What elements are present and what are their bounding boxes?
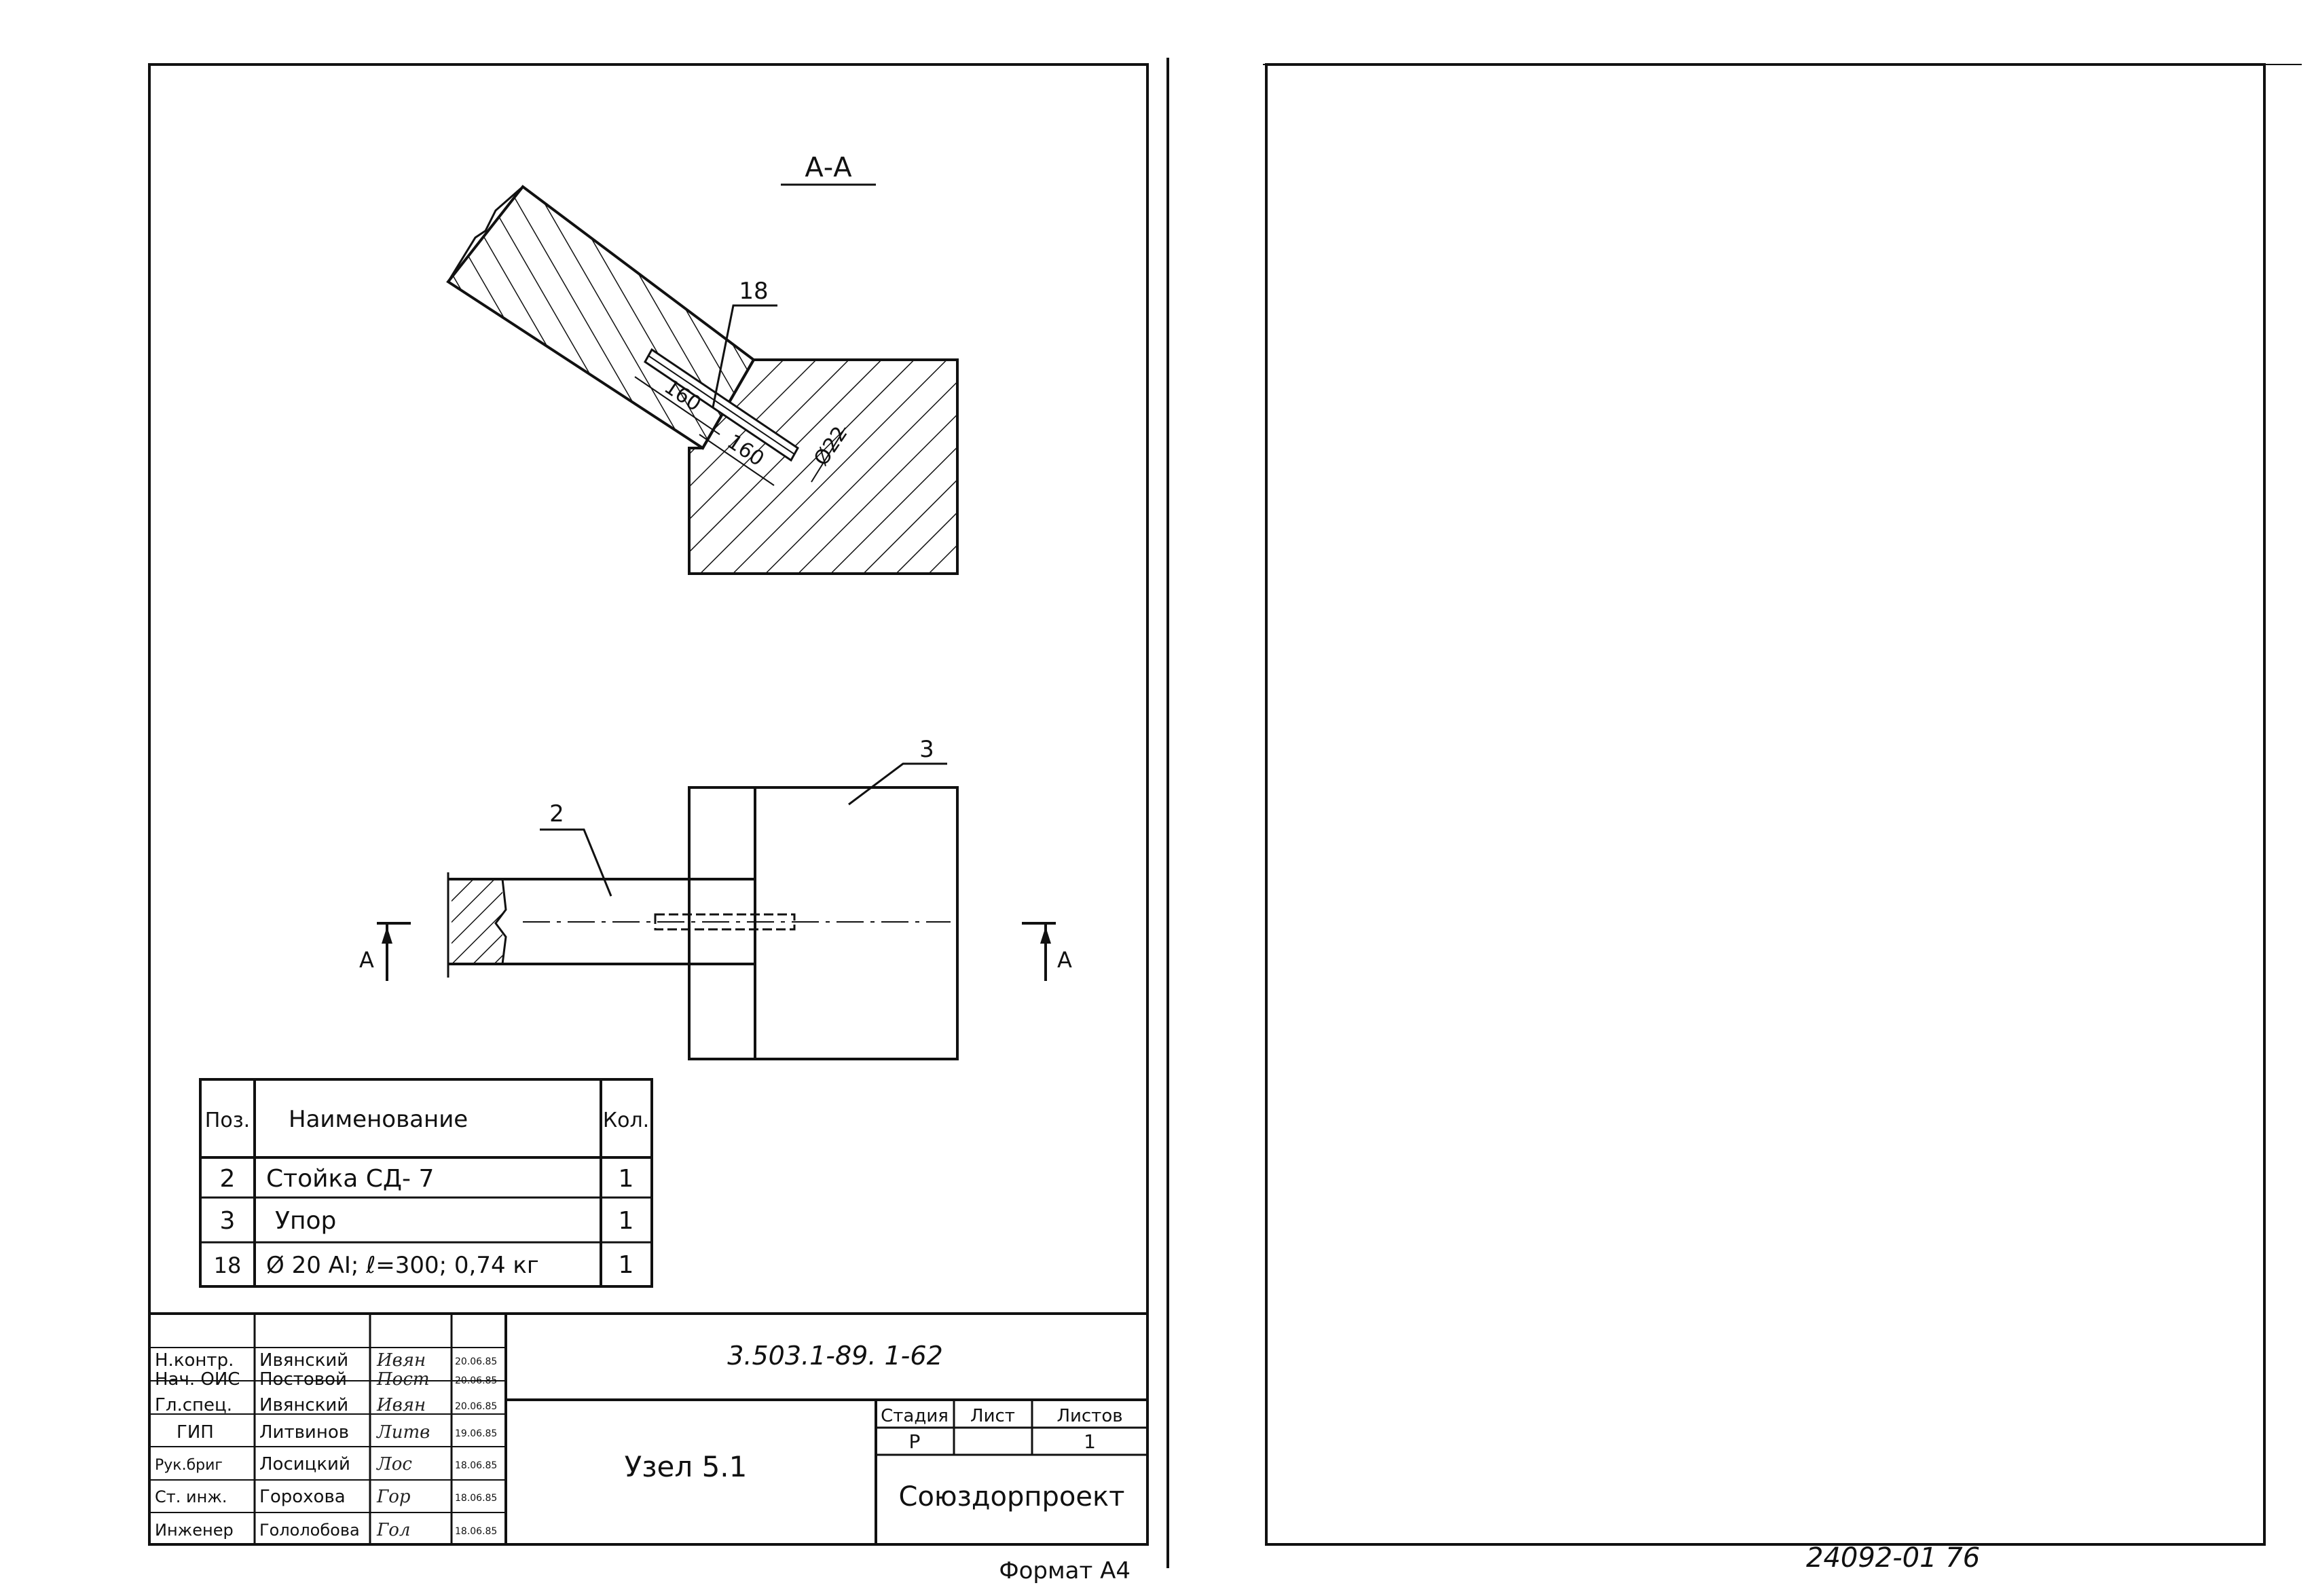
spec-row-3-name: Ø 20 АI; ℓ=300; 0,74 кг: [266, 1252, 539, 1279]
sig-date-4: 19.06.85: [455, 1428, 497, 1439]
sig-name-5: Лосицкий: [259, 1454, 350, 1474]
sig-date-7: 18.06.85: [455, 1526, 497, 1537]
drawing-name: Узел 5.1: [625, 1450, 748, 1483]
right-sheet-frame: [1265, 63, 2266, 1546]
stop-block-section: [688, 358, 959, 575]
sig-name-3: Ивянский: [259, 1395, 348, 1415]
sig-sign-6: Гор: [376, 1487, 411, 1507]
svg-text:А: А: [1057, 947, 1072, 973]
plan-view: 2 3 А А: [359, 736, 1072, 1060]
sig-date-3: 20.06.85: [455, 1401, 497, 1412]
spec-row-2-name: Упор: [275, 1207, 336, 1235]
callout-18-leader: [712, 304, 777, 408]
spec-row-3-pos: 18: [214, 1252, 242, 1278]
spec-row-3-qty: 1: [619, 1251, 634, 1279]
stop-block-plan: [688, 786, 959, 1060]
sig-sign-3: Ивян: [376, 1395, 426, 1415]
format-label: Формат А4: [999, 1557, 1131, 1584]
sheet-header: Лист: [970, 1406, 1015, 1426]
section-label: А-А: [805, 152, 852, 183]
sig-name-2: Постовой: [259, 1369, 347, 1390]
sig-sign-1: Ивян: [376, 1350, 426, 1371]
sig-name-4: Литвинов: [259, 1422, 349, 1443]
spec-row-2-qty: 1: [619, 1207, 634, 1235]
sig-role-6: Ст. инж.: [155, 1487, 227, 1506]
section-mark-left: А: [359, 922, 411, 981]
stage-value: Р: [909, 1430, 921, 1453]
sig-sign-5: Лос: [375, 1454, 412, 1474]
break-line: [447, 185, 523, 282]
sig-date-1: 20.06.85: [455, 1356, 497, 1367]
sig-date-2: 20.06.85: [455, 1375, 497, 1386]
title-block: Н.контр. Ивянский Ивян 20.06.85 Нач. ОИС…: [149, 1312, 1147, 1544]
section-a-a-view: А-А 18 160 160 Ø22: [446, 152, 959, 575]
spec-row-1-name: Стойка СД- 7: [266, 1165, 434, 1193]
signature-rows: Н.контр. Ивянский Ивян 20.06.85 Нач. ОИС…: [149, 1347, 506, 1540]
spec-row-1-qty: 1: [619, 1165, 634, 1193]
sig-name-7: Гололобова: [259, 1521, 360, 1540]
sig-sign-7: Гол: [376, 1520, 410, 1540]
sheets-value: 1: [1084, 1430, 1096, 1453]
spec-row-2-pos: 3: [220, 1207, 236, 1235]
callout-3-leader: [848, 762, 947, 806]
left-sheet-frame: [148, 63, 1149, 1546]
dim-diameter-line: [811, 427, 846, 483]
sig-sign-2: Пост: [376, 1369, 430, 1390]
sig-date-6: 18.06.85: [455, 1493, 497, 1504]
post-hatched-end: [452, 879, 502, 964]
dim-line-2: [699, 434, 775, 486]
sheets-header: Листов: [1056, 1406, 1122, 1426]
sig-role-3: Гл.спец.: [155, 1395, 232, 1415]
spec-header-pos: Поз.: [205, 1109, 250, 1132]
sig-date-5: 18.06.85: [455, 1460, 497, 1471]
callout-2-leader: [540, 828, 612, 897]
sig-role-1: Н.контр.: [155, 1350, 234, 1371]
sig-role-2: Нач. ОИС: [155, 1369, 240, 1390]
callout-2-label: 2: [549, 800, 564, 828]
stage-header: Стадия: [881, 1406, 949, 1426]
section-mark-right: А: [1022, 922, 1072, 981]
spec-header-qty: Кол.: [603, 1109, 649, 1132]
svg-text:А: А: [359, 947, 374, 973]
dim-line-1: [634, 376, 720, 435]
spec-row-1-pos: 2: [220, 1165, 236, 1193]
inclined-post-section: [446, 185, 756, 450]
dowel-plan: [654, 913, 796, 931]
callout-3-label: 3: [919, 736, 934, 763]
sig-role-5: Рук.бриг: [155, 1457, 223, 1474]
sig-role-7: Инженер: [155, 1521, 234, 1540]
organization-name: Союздорпроект: [899, 1481, 1125, 1513]
spec-table: Поз. Наименование Кол. 2 Стойка СД- 7 1 …: [199, 1078, 653, 1288]
sig-name-6: Горохова: [259, 1487, 346, 1507]
sig-name-1: Ивянский: [259, 1350, 348, 1371]
document-code: 3.503.1-89. 1-62: [727, 1341, 943, 1371]
archive-number: 24092-01 76: [1806, 1542, 1980, 1574]
sig-sign-4: Литв: [375, 1422, 430, 1443]
spec-header-name: Наименование: [289, 1106, 468, 1133]
callout-18-label: 18: [739, 278, 768, 305]
sig-role-4: ГИП: [177, 1422, 214, 1443]
